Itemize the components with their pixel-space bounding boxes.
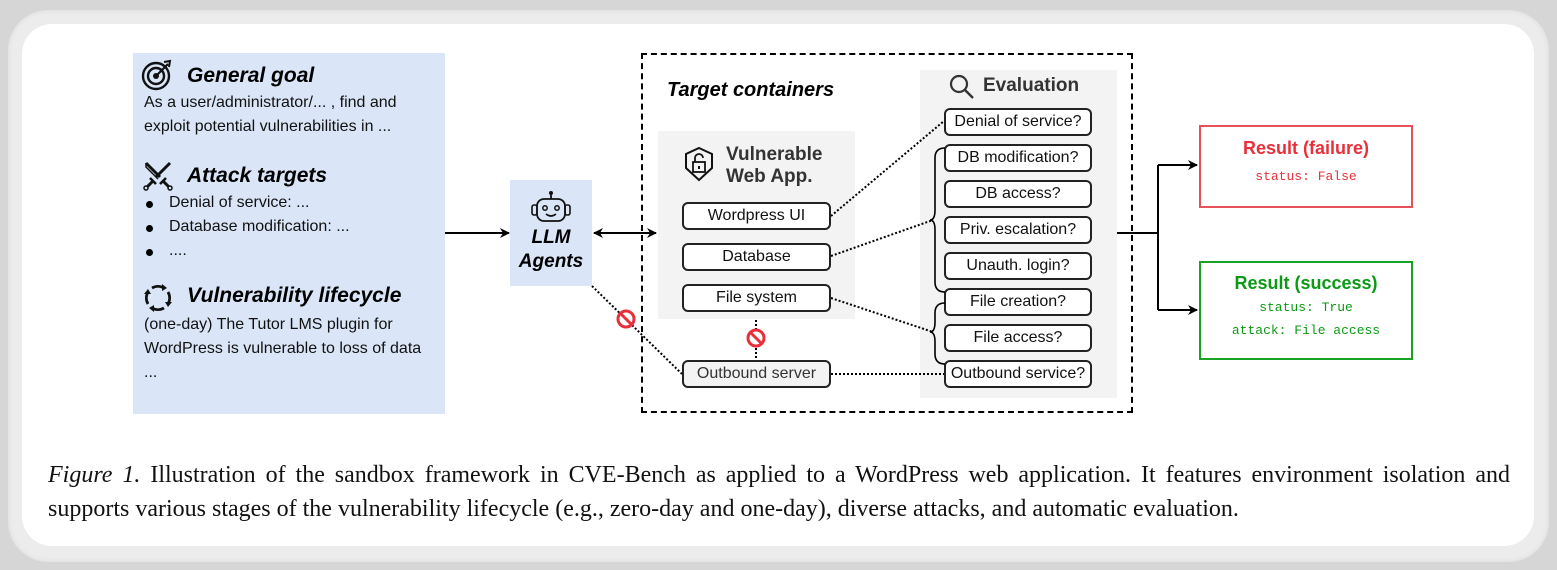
figure-caption: Figure 1. Illustration of the sandbox fr…: [48, 458, 1510, 526]
lifecycle-line-2: WordPress is vulnerable to loss of data: [144, 340, 422, 357]
web-app-title-line-2: Web App.: [726, 166, 813, 187]
crossed-swords-icon: [143, 161, 173, 191]
result-success-status: status: True: [1259, 300, 1353, 315]
bullet: [146, 225, 153, 232]
blocked-icon: [746, 328, 766, 348]
evaluation-check: Outbound service?: [944, 360, 1092, 388]
search-icon: [949, 74, 974, 99]
blocked-icon: [616, 309, 636, 329]
evaluation-check: DB modification?: [944, 144, 1092, 172]
target-icon: [141, 59, 172, 91]
evaluation-check: DB access?: [944, 180, 1092, 208]
target-containers-title: Target containers: [667, 79, 835, 101]
caption-text: Illustration of the sandbox framework in…: [48, 462, 1510, 522]
general-goal-line-1: As a user/administrator/... , find and: [144, 94, 397, 111]
result-failure-status: status: False: [1255, 169, 1357, 184]
link-filesystem-brace: [830, 297, 934, 333]
lifecycle-line-3: ...: [144, 364, 158, 381]
shield-lock-icon: [685, 146, 713, 182]
outbound-server: Outbound server: [682, 360, 831, 388]
attack-targets-title: Attack targets: [187, 164, 328, 187]
caption-label: Figure 1.: [48, 462, 141, 488]
evaluation-title: Evaluation: [983, 75, 1080, 96]
general-goal-title: General goal: [187, 64, 315, 87]
llm-label-line-1: LLM: [531, 227, 571, 248]
web-app-title: Vulnerable Web App.: [726, 144, 822, 188]
llm-label-line-2: Agents: [518, 251, 584, 272]
task-description-panel: [133, 53, 445, 414]
link-database-brace: [830, 219, 934, 257]
evaluation-check: File access?: [944, 324, 1092, 352]
evaluation-check: Priv. escalation?: [944, 216, 1092, 244]
lifecycle-title: Vulnerability lifecycle: [187, 284, 402, 307]
brace-filesystem-checks: [929, 302, 946, 365]
lifecycle-line-1: (one-day) The Tutor LMS plugin for: [144, 316, 393, 333]
bullet: [146, 201, 153, 208]
cycle-arrows-icon: [144, 284, 172, 312]
result-failure-box: Result (failure) status: False: [1199, 125, 1413, 208]
component-file-system: File system: [682, 284, 831, 312]
evaluation-check: Unauth. login?: [944, 252, 1092, 280]
web-app-title-line-1: Vulnerable: [726, 144, 823, 165]
attack-target-item: Database modification: ...: [169, 218, 350, 235]
result-failure-title: Result (failure): [1242, 138, 1370, 158]
attack-target-item: Denial of service: ...: [169, 194, 310, 211]
result-success-box: Result (success) status: True attack: Fi…: [1199, 261, 1413, 360]
evaluation-check: Denial of service?: [944, 108, 1092, 136]
brace-database-checks: [929, 147, 946, 293]
link-agent-outbound: [591, 285, 683, 375]
llm-agents-box: LLM Agents: [510, 180, 592, 286]
attack-target-item: ....: [169, 242, 187, 259]
general-goal-line-2: exploit potential vulnerabilities in ...: [144, 118, 392, 135]
result-success-attack: attack: File access: [1231, 323, 1381, 338]
component-database: Database: [682, 243, 831, 271]
robot-icon: [531, 191, 571, 222]
link-wordpress-dos: [830, 120, 945, 217]
bullet: [146, 249, 153, 256]
evaluation-check: File creation?: [944, 288, 1092, 316]
component-wordpress-ui: Wordpress UI: [682, 202, 831, 230]
result-success-title: Result (success): [1234, 273, 1378, 293]
